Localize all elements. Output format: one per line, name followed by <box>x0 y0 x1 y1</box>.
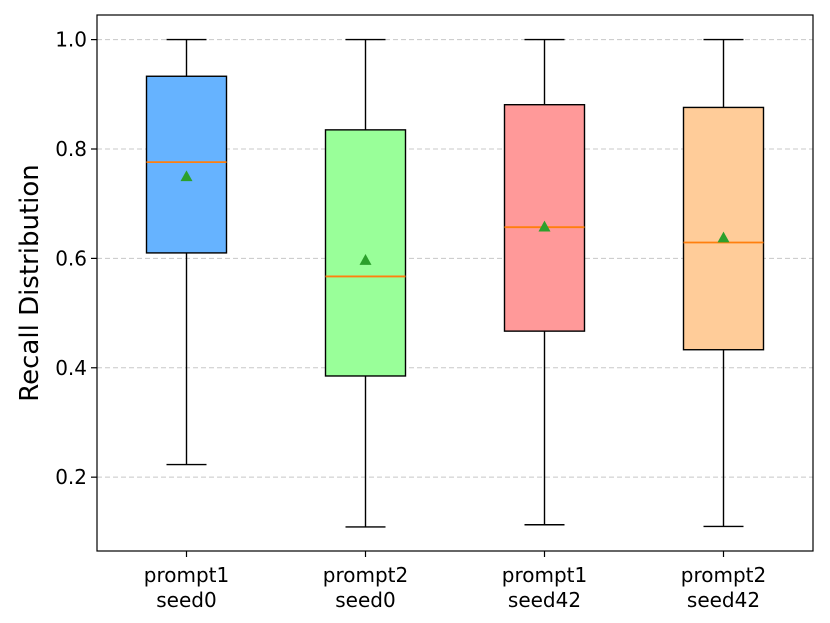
y-tick-label: 0.6 <box>55 246 87 270</box>
x-tick-label-line2: seed0 <box>335 588 395 612</box>
y-axis-title: Recall Distribution <box>15 164 45 402</box>
x-tick-label-line1: prompt2 <box>681 563 766 587</box>
y-tick-label: 1.0 <box>55 28 87 52</box>
mean-marker <box>717 231 730 243</box>
x-tick-label-line2: seed42 <box>508 588 581 612</box>
y-tick-label: 0.8 <box>55 137 87 161</box>
plot-frame <box>96 14 814 552</box>
mean-marker <box>538 220 551 232</box>
x-tick-label-line1: prompt2 <box>323 563 408 587</box>
y-tick-label: 0.4 <box>55 356 87 380</box>
iqr-box <box>682 106 765 351</box>
mean-marker <box>180 170 193 182</box>
iqr-box <box>324 129 407 377</box>
x-tick-label-line2: seed42 <box>687 588 760 612</box>
y-tick-label: 0.2 <box>55 465 87 489</box>
x-tick-label-line2: seed0 <box>156 588 216 612</box>
mean-marker <box>359 254 372 265</box>
x-tick-label-line1: prompt1 <box>144 563 229 587</box>
x-tick-label-line1: prompt1 <box>502 563 587 587</box>
iqr-box <box>145 75 228 254</box>
iqr-box <box>503 103 586 332</box>
